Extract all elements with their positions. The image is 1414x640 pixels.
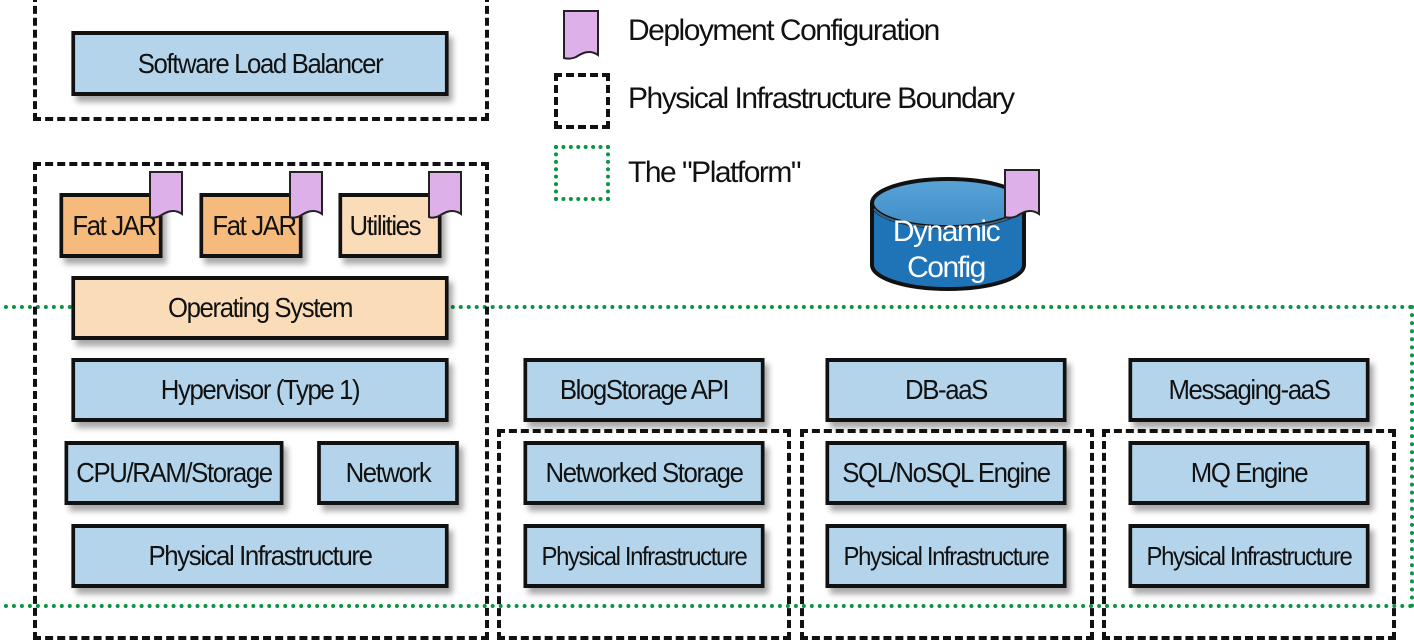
hypervisor: Hypervisor (Type 1) bbox=[71, 358, 449, 422]
db-aas: DB-aaS bbox=[825, 358, 1067, 422]
legend-physical-boundary-swatch bbox=[554, 73, 610, 129]
messaging-aas: Messaging-aaS bbox=[1128, 358, 1370, 422]
app-fat-jar-2: Fat JAR bbox=[199, 193, 303, 258]
network: Network bbox=[317, 441, 459, 505]
mq-engine: MQ Engine bbox=[1128, 441, 1370, 505]
cpu-ram-storage: CPU/RAM/Storage bbox=[64, 441, 284, 505]
app-fat-jar-1: Fat JAR bbox=[59, 193, 163, 258]
messaging-physical-infrastructure: Physical Infrastructure bbox=[1128, 524, 1370, 588]
load-balancer-boundary bbox=[33, 0, 489, 121]
dynamic-config-label: Dynamic Config bbox=[868, 214, 1024, 286]
legend-platform-swatch bbox=[554, 145, 610, 201]
blogstorage-physical-infrastructure: Physical Infrastructure bbox=[523, 524, 765, 588]
dynamic-config-line1: Dynamic bbox=[892, 215, 1001, 248]
software-load-balancer: Software Load Balancer bbox=[71, 31, 449, 96]
deployment-config-icon bbox=[1004, 169, 1040, 219]
legend-physical-boundary-label: Physical Infrastructure Boundary bbox=[628, 82, 1015, 115]
sql-nosql-engine: SQL/NoSQL Engine bbox=[825, 441, 1067, 505]
networked-storage: Networked Storage bbox=[523, 441, 765, 505]
app-utilities: Utilities bbox=[338, 193, 442, 258]
deployment-config-icon bbox=[428, 171, 462, 219]
legend-deployment-config-label: Deployment Configuration bbox=[628, 14, 940, 47]
physical-infrastructure: Physical Infrastructure bbox=[71, 524, 449, 588]
operating-system: Operating System bbox=[71, 276, 449, 340]
deployment-config-icon bbox=[149, 171, 183, 219]
legend-deployment-config-icon bbox=[563, 10, 599, 60]
platform-boundary bbox=[0, 305, 1414, 608]
db-physical-infrastructure: Physical Infrastructure bbox=[825, 524, 1067, 588]
dynamic-config-line2: Config bbox=[907, 251, 986, 284]
legend-platform-label: The "Platform" bbox=[628, 156, 802, 189]
blogstorage-api: BlogStorage API bbox=[523, 358, 765, 422]
deployment-config-icon bbox=[289, 171, 323, 219]
